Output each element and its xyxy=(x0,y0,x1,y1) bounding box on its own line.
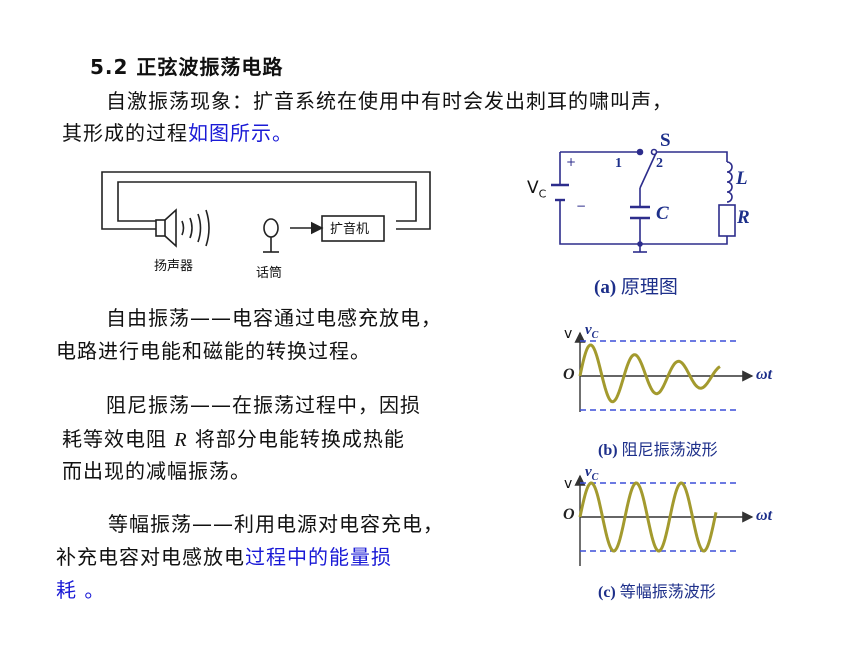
switch-contact-2 xyxy=(650,148,658,156)
switch-position-1: 1 xyxy=(615,156,622,171)
sustained-series-sub: C xyxy=(591,472,599,483)
energy-loss-link[interactable]: 过程中的能量损 xyxy=(245,545,392,569)
sustained-caption: (c) 等幅振荡波形 xyxy=(598,578,716,602)
damped-y-axis-label: v xyxy=(564,326,573,342)
speaker-icon xyxy=(155,208,210,248)
microphone-icon xyxy=(263,218,279,253)
switch-label: S xyxy=(660,130,671,151)
switch-blade[interactable] xyxy=(639,152,657,189)
sustained-oscillation-line-2: 补充电容对电感放电过程中的能量损 xyxy=(56,545,392,569)
damped-caption-tag: (b) xyxy=(598,442,618,459)
sustained-waveform xyxy=(578,481,718,553)
circuit-caption: (a) 原理图 xyxy=(594,272,678,299)
sustained-oscillation-line-1: 等幅振荡——利用电源对电容充电， xyxy=(108,512,444,536)
sustained-series-main: v xyxy=(585,464,592,480)
damped-series-sub: C xyxy=(591,330,599,341)
damped-waveform xyxy=(578,343,721,404)
damped-line-2b: 将部分电能转换成热能 xyxy=(187,427,405,451)
switch-contact-1 xyxy=(636,148,644,156)
sustained-line-2-text: 补充电容对电感放电 xyxy=(56,545,245,569)
sustained-origin-label: O xyxy=(563,506,575,523)
damped-series-label: vC xyxy=(585,322,598,341)
section-heading: 5.2 正弦波振荡电路 xyxy=(90,55,284,79)
resistor-body xyxy=(718,204,736,237)
sustained-series-label: vC xyxy=(585,464,598,483)
vc-label: VC xyxy=(527,176,546,206)
feedback-loop-inner xyxy=(117,181,417,222)
sustained-wave-axes xyxy=(574,474,754,566)
battery-plus-label: + xyxy=(566,155,577,169)
damped-line-2a: 耗等效电阻 xyxy=(62,427,175,451)
circuit-caption-tag: (a) xyxy=(594,277,617,298)
sustained-caption-text: 等幅振荡波形 xyxy=(619,584,716,601)
circuit-wire-top-right xyxy=(654,151,728,162)
damped-oscillation-line-2: 耗等效电阻 R 将部分电能转换成热能 xyxy=(62,427,405,452)
microphone-label: 话筒 xyxy=(256,266,283,281)
damped-caption: (b) 阻尼振荡波形 xyxy=(598,436,718,460)
damped-oscillation-line-3: 而出现的减幅振荡。 xyxy=(62,459,251,483)
vc-label-sub: C xyxy=(538,187,547,201)
intro-line-1: 自激振荡现象：扩音系统在使用中有时会发出刺耳的啸叫声， xyxy=(106,89,673,113)
speaker-label: 扬声器 xyxy=(154,259,194,274)
lc-circuit xyxy=(551,148,736,253)
resistor-label: R xyxy=(737,207,750,228)
circuit-caption-text: 原理图 xyxy=(620,277,678,298)
vc-label-main: V xyxy=(527,178,539,198)
free-oscillation-line-1: 自由振荡——电容通过电感充放电， xyxy=(106,306,442,330)
inductor-coil xyxy=(726,161,733,203)
damped-x-axis-label: ωt xyxy=(756,366,773,383)
sustained-y-axis-label: v xyxy=(564,476,573,492)
amplifier-label: 扩音机 xyxy=(330,222,370,237)
damped-caption-text: 阻尼振荡波形 xyxy=(621,442,718,459)
intro-line-2: 其形成的过程如图所示。 xyxy=(62,121,293,145)
pa-system-diagram xyxy=(101,171,431,253)
figure-link[interactable]: 如图所示。 xyxy=(188,121,293,145)
sustained-caption-tag: (c) xyxy=(598,584,616,601)
free-oscillation-line-2: 电路进行电能和磁能的转换过程。 xyxy=(56,339,371,363)
amplifier-box xyxy=(321,215,385,242)
sustained-oscillation-line-3: 耗 。 xyxy=(56,578,106,602)
circuit-node xyxy=(637,241,643,247)
resistor-symbol-text: R xyxy=(174,429,188,451)
circuit-wire-left-bottom xyxy=(559,200,728,245)
damped-wave-axes xyxy=(574,331,754,412)
capacitor-label: C xyxy=(656,203,669,224)
switch-position-2: 2 xyxy=(656,156,663,171)
feedback-loop-outer xyxy=(101,171,431,230)
sustained-x-axis-label: ωt xyxy=(756,507,773,524)
battery-minus-label: − xyxy=(576,199,587,213)
inductor-label: L xyxy=(736,168,748,189)
damped-origin-label: O xyxy=(563,366,575,383)
intro-line-2-text: 其形成的过程 xyxy=(62,121,188,145)
damped-series-main: v xyxy=(585,322,592,338)
damped-oscillation-line-1: 阻尼振荡——在振荡过程中，因损 xyxy=(106,393,421,417)
